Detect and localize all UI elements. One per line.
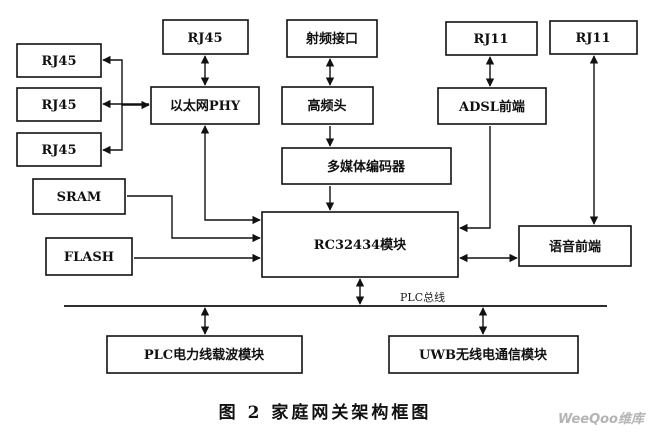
adsl-frontend-label: ADSL前端 bbox=[458, 99, 525, 115]
rj45-left-1-label: RJ45 bbox=[41, 54, 76, 69]
adsl-frontend-box bbox=[437, 87, 547, 125]
rj45-left-2-label: RJ45 bbox=[41, 98, 76, 113]
ethernet-phy-box bbox=[150, 86, 260, 125]
voice-frontend-box bbox=[518, 225, 632, 267]
rj45-left-1-box bbox=[16, 43, 102, 78]
figure-caption: 图 2 家庭网关架构框图 bbox=[218, 403, 432, 423]
rj11-adsl-box bbox=[445, 21, 538, 56]
plc-module-label: PLC电力线载波模块 bbox=[144, 347, 265, 363]
rj45-top-box bbox=[162, 19, 249, 55]
plc-module-box bbox=[106, 335, 303, 374]
uwb-module-label: UWB无线电通信模块 bbox=[419, 347, 548, 363]
connector-phy-rc32434 bbox=[200, 125, 261, 225]
connector-rj45-left-3 bbox=[102, 105, 123, 155]
bus-label: PLC总线 bbox=[400, 290, 445, 304]
rc32434-box bbox=[261, 211, 459, 278]
flash-box bbox=[45, 237, 133, 276]
rj11-voice-label: RJ11 bbox=[575, 31, 610, 46]
multimedia-codec-box bbox=[281, 147, 452, 185]
connector-adsl-rc32434 bbox=[459, 126, 491, 233]
multimedia-codec-label: 多媒体编码器 bbox=[327, 159, 406, 175]
tuner-box bbox=[281, 86, 374, 125]
rj45-left-3-label: RJ45 bbox=[41, 143, 76, 158]
rj11-voice-box bbox=[549, 20, 638, 55]
flash-label: FLASH bbox=[64, 250, 114, 265]
rj11-adsl-label: RJ11 bbox=[473, 32, 508, 47]
ethernet-phy-label: 以太网PHY bbox=[170, 98, 241, 114]
rf-interface-label: 射频接口 bbox=[305, 31, 358, 47]
watermark: WeeQoo维库 bbox=[557, 412, 644, 427]
tuner-label: 高频头 bbox=[307, 98, 346, 114]
connector-rj45-left-1 bbox=[102, 55, 150, 110]
connector-sram-rc32434 bbox=[127, 195, 261, 243]
sram-box bbox=[32, 178, 126, 215]
voice-frontend-label: 语音前端 bbox=[549, 239, 601, 255]
rj45-left-2-box bbox=[16, 87, 102, 122]
rj45-left-3-box bbox=[16, 132, 102, 167]
rj45-top-label: RJ45 bbox=[187, 31, 222, 46]
uwb-module-box bbox=[388, 335, 579, 374]
rc32434-label: RC32434模块 bbox=[314, 237, 407, 253]
sram-label: SRAM bbox=[57, 190, 102, 205]
rf-interface-box bbox=[286, 19, 378, 58]
